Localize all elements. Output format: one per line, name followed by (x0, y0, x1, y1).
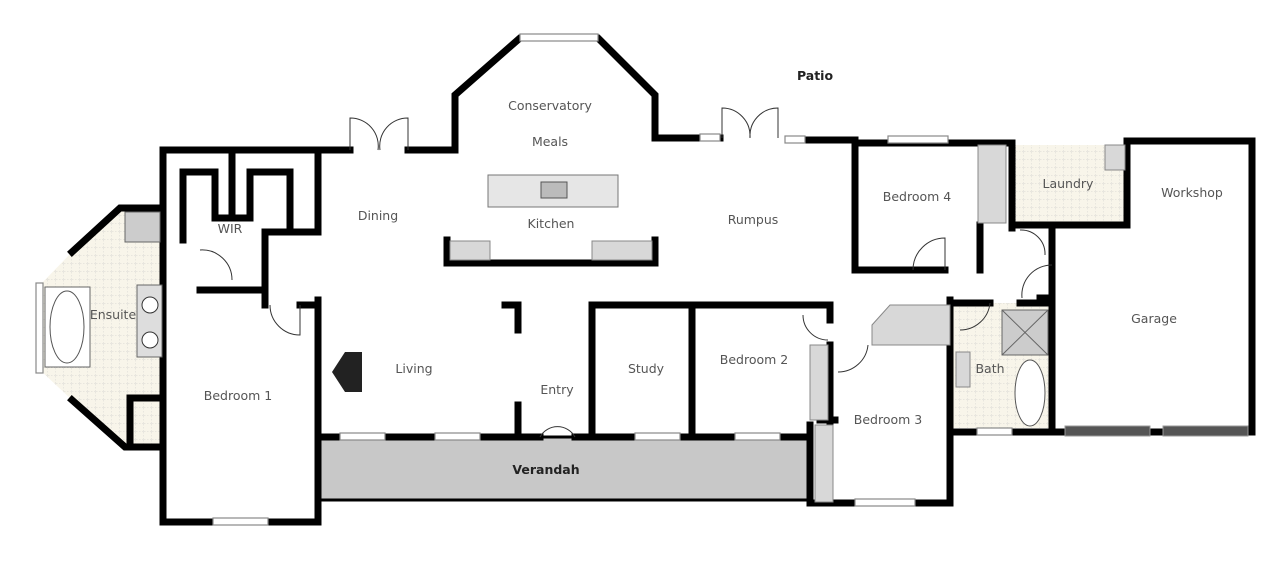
bedroom2-wardrobe (809, 344, 829, 421)
label-study: Study (628, 361, 665, 376)
label-bedroom1: Bedroom 1 (204, 388, 272, 403)
label-bath: Bath (975, 361, 1004, 376)
bathtub-bath (1014, 359, 1046, 427)
label-meals: Meals (532, 134, 568, 149)
bedroom3-wardrobe (814, 424, 834, 503)
label-patio: Patio (797, 68, 834, 83)
kitchen-bench (443, 236, 659, 267)
label-bedroom2: Bedroom 2 (720, 352, 788, 367)
label-verandah: Verandah (512, 462, 579, 477)
windows (35, 33, 1249, 526)
label-conservatory: Conservatory (508, 98, 592, 113)
bedroom4-wardrobe (977, 144, 1007, 224)
label-kitchen: Kitchen (528, 216, 575, 231)
label-living: Living (395, 361, 432, 376)
doors (199, 107, 1053, 438)
shower-ensuite (124, 211, 161, 243)
laundry-tub (1104, 144, 1126, 171)
ensuite-floor (40, 208, 163, 447)
label-wir: WIR (218, 221, 243, 236)
label-entry: Entry (540, 382, 574, 397)
label-dining: Dining (358, 208, 398, 223)
kitchen-sink-icon (540, 181, 568, 199)
label-ensuite: Ensuite (90, 307, 137, 322)
label-bedroom4: Bedroom 4 (883, 189, 952, 204)
label-bedroom3: Bedroom 3 (854, 412, 922, 427)
label-workshop: Workshop (1161, 185, 1223, 200)
label-rumpus: Rumpus (728, 212, 779, 227)
label-laundry: Laundry (1043, 176, 1095, 191)
bedroom3-bench (871, 304, 951, 346)
fireplace-icon (332, 352, 362, 392)
label-garage: Garage (1131, 311, 1177, 326)
